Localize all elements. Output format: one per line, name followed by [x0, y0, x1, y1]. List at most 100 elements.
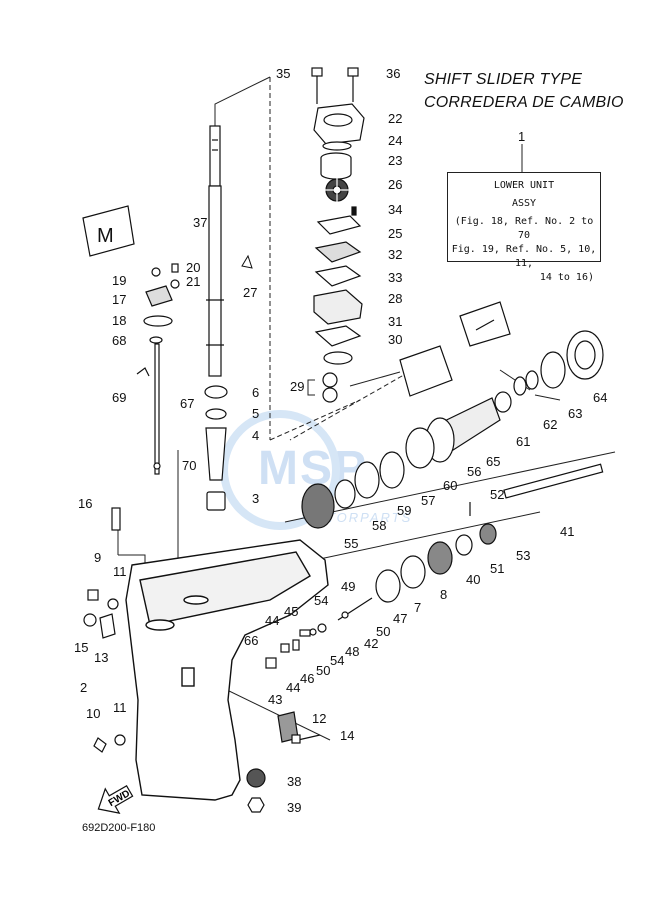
callout-13: 13 — [94, 650, 108, 665]
lower-unit-assy-box: LOWER UNIT ASSY (Fig. 18, Ref. No. 2 to … — [447, 172, 601, 283]
callout-22: 22 — [388, 111, 402, 126]
callout-50-left: 50 — [316, 663, 330, 678]
propeller-shaft-41-icon — [503, 463, 604, 499]
callout-62: 62 — [543, 417, 557, 432]
callout-39: 39 — [287, 800, 301, 815]
slider-66-icon — [265, 657, 277, 669]
callout-2: 2 — [80, 680, 87, 695]
shift-rod-67-icon — [154, 343, 160, 475]
callout-48: 48 — [345, 644, 359, 659]
clip-27-icon — [241, 254, 253, 269]
title-line-1: SHIFT SLIDER TYPE — [424, 71, 583, 88]
callout-8: 8 — [440, 587, 447, 602]
washer-11b-icon — [114, 734, 126, 746]
callout-23: 23 — [388, 153, 402, 168]
callout-11-upper: 11 — [113, 564, 127, 579]
callout-30: 30 — [388, 332, 402, 347]
fwd-label: FWD — [107, 788, 132, 809]
shim-7-icon — [375, 569, 401, 603]
bolt-35-icon — [311, 67, 323, 77]
seal-29-detail-inset — [399, 345, 453, 397]
callout-7: 7 — [414, 600, 421, 615]
callout-53: 53 — [516, 548, 530, 563]
callout-68: 68 — [112, 333, 126, 348]
assy-line-1: LOWER UNIT — [493, 180, 555, 191]
callout-14: 14 — [340, 728, 354, 743]
washer-5-icon — [205, 408, 227, 420]
o-ring-icon — [151, 267, 161, 277]
callout-67: 67 — [180, 396, 194, 411]
callout-4: 4 — [252, 428, 259, 443]
callout-34: 34 — [388, 202, 402, 217]
o-ring-60-icon — [405, 427, 435, 469]
bearing-3-icon — [206, 491, 226, 511]
assy-line-4: Fig. 19, Ref. No. 5, 10, 11, — [451, 244, 597, 269]
callout-65: 65 — [486, 454, 500, 469]
callout-58: 58 — [372, 518, 386, 533]
callout-36: 36 — [386, 66, 400, 81]
callout-25: 25 — [388, 226, 402, 241]
plug-15-icon — [83, 613, 97, 627]
ring-63-icon — [540, 351, 566, 389]
bearing-57-icon — [379, 451, 405, 489]
callout-54-upper: 54 — [314, 593, 328, 608]
assy-line-5: 14 to 16) — [539, 272, 594, 283]
callout-5: 5 — [252, 406, 259, 421]
shift-rod-lever-icon — [145, 285, 173, 307]
callout-43: 43 — [268, 692, 282, 707]
washer-icon — [322, 141, 352, 151]
callout-54-lower: 54 — [330, 653, 344, 668]
callout-15: 15 — [74, 640, 88, 655]
callout-42: 42 — [364, 636, 378, 651]
shift-detail-inset: M — [82, 205, 135, 257]
callout-20: 20 — [186, 260, 200, 275]
callout-60: 60 — [443, 478, 457, 493]
callout-59: 59 — [397, 503, 411, 518]
callout-66: 66 — [244, 633, 258, 648]
callout-17: 17 — [112, 292, 126, 307]
fwd-arrow-icon — [97, 784, 134, 814]
callout-6: 6 — [252, 385, 259, 400]
callout-45: 45 — [284, 604, 298, 619]
callout-44-lower: 44 — [286, 680, 300, 695]
callout-27: 27 — [243, 285, 257, 300]
callout-37: 37 — [193, 215, 207, 230]
title-line-2: CORREDERA DE CAMBIO — [424, 94, 624, 111]
bolt-36-icon — [347, 67, 359, 77]
callout-47: 47 — [393, 611, 407, 626]
callout-1: 1 — [518, 129, 525, 144]
callout-70: 70 — [182, 458, 196, 473]
impeller-icon — [324, 178, 350, 202]
callout-18: 18 — [112, 313, 126, 328]
callout-44-upper: 44 — [265, 613, 279, 628]
washer-11-icon — [107, 598, 119, 610]
diagram-title: SHIFT SLIDER TYPE CORREDERA DE CAMBIO — [424, 68, 624, 114]
callout-40: 40 — [466, 572, 480, 587]
bushing-61-icon — [494, 391, 512, 413]
nut-39-icon — [247, 797, 265, 813]
clip-69-icon — [136, 367, 150, 377]
callout-31: 31 — [388, 314, 402, 329]
callout-24: 24 — [388, 133, 402, 148]
callout-9: 9 — [94, 550, 101, 565]
water-pump-assembly — [311, 67, 365, 403]
drive-shaft-icon — [206, 125, 224, 377]
callout-63: 63 — [568, 406, 582, 421]
callout-10: 10 — [86, 706, 100, 721]
plate-13-icon — [99, 613, 116, 639]
forward-gear-40-icon — [427, 541, 453, 575]
callout-49: 49 — [341, 579, 355, 594]
callout-61: 61 — [516, 434, 530, 449]
callout-19: 19 — [112, 273, 126, 288]
callout-26: 26 — [388, 177, 402, 192]
callout-33: 33 — [388, 270, 402, 285]
callout-3: 3 — [252, 491, 259, 506]
bolt-10-icon — [93, 737, 107, 753]
callout-41: 41 — [560, 524, 574, 539]
callout-16: 16 — [78, 496, 92, 511]
callout-56: 56 — [467, 464, 481, 479]
clutch-53-icon — [479, 523, 497, 545]
reverse-gear-55-icon — [301, 483, 335, 529]
part-code: 692D200-F180 — [82, 822, 156, 834]
